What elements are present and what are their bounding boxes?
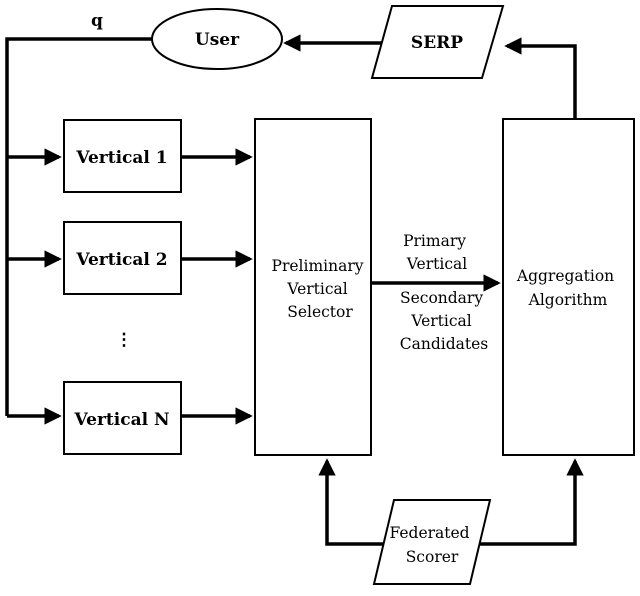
aggregation-label: Aggregation Algorithm [516,267,619,309]
secondary-candidates-label: Secondary Vertical Candidates [400,289,489,353]
vertical-2-box [63,221,182,295]
scorer-label: Federated Scorer [389,524,474,566]
vertical-2-label: Vertical 2 [75,250,167,270]
arrow-scorer-to-selector [318,458,387,546]
selector-label: Preliminary Vertical Selector [272,257,369,321]
user-node [151,8,283,70]
aggregation-box [502,118,635,456]
vertical-n-box [63,381,182,455]
vertical-n-label: Vertical N [74,410,170,430]
query-label: q [91,11,103,31]
serp-node [370,5,505,79]
vertical-1-label: Vertical 1 [75,148,167,168]
arrow-scorer-to-aggregation [470,458,584,546]
user-label: User [195,30,240,50]
query-line [5,37,152,416]
serp-label: SERP [411,33,463,53]
primary-vertical-label: Primary Vertical [403,232,471,273]
vertical-ellipsis: ⋮ [116,330,133,350]
vertical-1-box [63,119,182,193]
scorer-node [372,499,492,585]
arrow-aggregation-to-serp [504,37,577,118]
selector-box [254,118,372,456]
